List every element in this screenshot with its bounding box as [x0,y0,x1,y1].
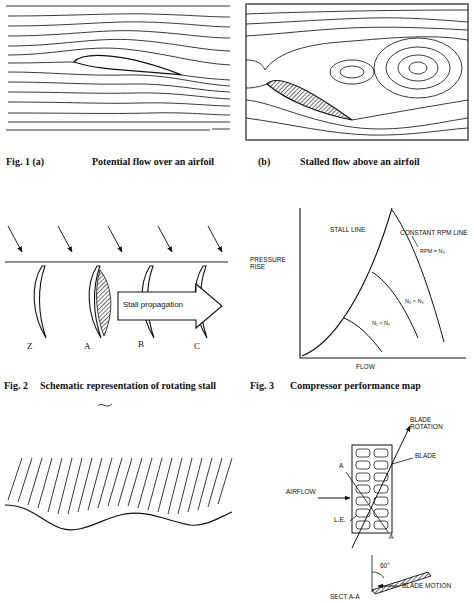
streamline [8,14,230,17]
blade-cell [374,461,388,469]
blade-cell [356,449,388,529]
part-label: BLADE [415,452,436,459]
streamline [8,22,230,27]
leader-line [346,472,388,532]
streamline [8,122,230,123]
blade-cell [356,461,370,469]
streamline [246,10,468,135]
blade-letter: B [138,340,144,350]
figure-caption: Fig. 3 [250,380,274,391]
pointer-arrow [318,426,410,586]
angle-label: 60° [380,562,390,569]
figure-caption: Potential flow over an airfoil [92,156,214,167]
section-letter: A [339,462,343,469]
streamline [352,100,468,120]
figure-caption: Compressor performance map [290,380,421,391]
curve-label: N₁ < N₂ [372,320,390,326]
inflow-arrow [208,226,222,252]
tilde-mark [98,404,112,406]
leader-line [346,458,413,592]
panel-frame [246,4,468,140]
inflow-arrow [8,226,222,252]
vortex [409,62,427,74]
blade-letter: A [84,342,91,352]
streamline [246,118,468,135]
figure-caption: (b) [258,156,270,167]
blade-cell [374,449,388,457]
arrow-label: Stall propagation [123,301,183,310]
stall-cell [97,270,111,336]
blade-cell [374,509,388,517]
curve-label: RPM = N₃ [420,248,445,254]
blade-cell [356,473,370,481]
blade-letter: Z [27,342,33,352]
pointer-arrow [352,426,410,548]
streamline [8,82,230,92]
figure-caption: Fig. 1 (a) [6,156,44,167]
leader-line [392,458,413,464]
streamline [246,18,468,24]
streamline [212,129,230,130]
streamline [246,37,468,70]
streamline [6,130,210,131]
leader-line [372,555,373,592]
vortex [386,47,450,89]
inflow-arrow [108,226,122,252]
section-letter: A [389,533,393,540]
part-label: L.E. [334,516,346,523]
streamline [8,113,230,115]
streamline [6,6,230,130]
streamline [8,62,74,63]
leader-line [412,236,418,247]
stall-line [302,208,392,356]
vortex [398,55,438,81]
vortex [330,38,462,98]
curve-label: STALL LINE [330,226,365,233]
inflow-arrow [8,226,22,252]
pointer-arrow [318,498,350,499]
streamline [8,102,230,106]
rpm-curve [372,272,418,338]
propagation-arrow [118,284,222,328]
compressor-blade [34,266,46,338]
part-label: BLADE ROTATION [410,416,450,430]
leader-line [350,515,357,521]
curve-label: CONSTANT RPM LINE [400,229,468,236]
leader-line [372,572,384,578]
blade-profile [5,505,232,530]
vortex [374,38,462,98]
inflow-arrow [158,226,172,252]
streamline [246,27,468,36]
streamline [8,39,230,51]
streamline [246,84,267,88]
cascade-line [5,262,228,263]
curve-label: N₂ < N₃ [405,298,424,304]
blade-letter: C [194,342,200,352]
stalled-airfoil [267,81,352,120]
section-label: SECT A-A [330,593,360,600]
streamline [246,10,468,14]
blade-cell [356,509,370,517]
figure-caption: Stalled flow above an airfoil [300,156,419,167]
streamline [6,6,230,7]
flow-line [8,458,232,514]
vortex [330,60,374,84]
axis-label: FLOW [356,363,375,370]
blade-cell [356,449,370,457]
figure-caption: Schematic representation of rotating sta… [40,380,216,391]
streamline [8,31,230,38]
part-label: AIRFLOW [286,488,316,495]
streamline [182,75,230,80]
airfoil [74,55,182,75]
vortex [340,66,364,78]
part-label: BLADE MOTION [402,582,451,589]
streamline [8,92,230,99]
figure-caption: Fig. 2 [4,380,28,391]
inflow-arrow [58,226,72,252]
axis-label: PRESSURE RISE [250,256,290,270]
streamline [246,100,468,129]
